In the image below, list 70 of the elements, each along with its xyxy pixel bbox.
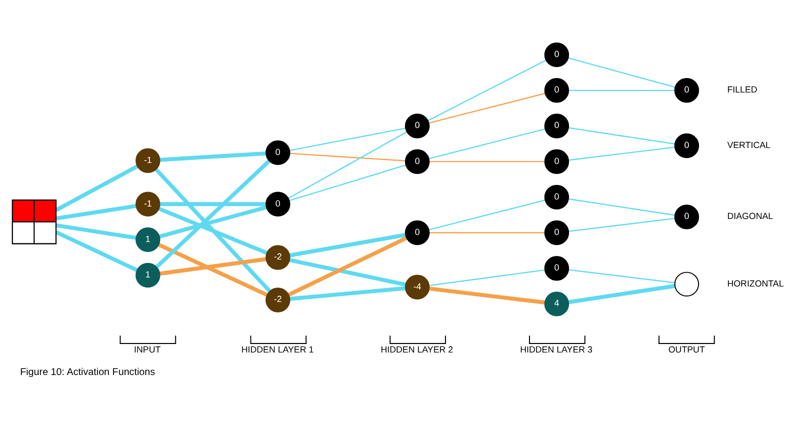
- connector: [55, 164, 138, 212]
- node-circle: 0: [266, 191, 290, 216]
- node-circle: 0: [266, 140, 290, 165]
- node-circle: 0: [674, 78, 700, 102]
- node-circle: 0: [544, 148, 570, 174]
- node-circle: -1: [136, 191, 160, 216]
- node-circle: 0: [544, 42, 570, 67]
- connector: [160, 256, 266, 276]
- connector: [290, 286, 406, 300]
- node-circle: 0: [674, 132, 700, 158]
- connector: [56, 203, 136, 220]
- connector: [56, 222, 136, 240]
- node-circle: 0: [544, 184, 570, 210]
- node-label: FILLED: [727, 84, 758, 94]
- connector: [290, 127, 406, 150]
- connector: [160, 202, 266, 206]
- node-circle: 0: [404, 220, 430, 245]
- label: INPUT: [134, 344, 161, 354]
- connector: [568, 146, 675, 160]
- node-circle: -1: [136, 148, 160, 172]
- connector: [158, 206, 268, 254]
- node-label: VERTICAL: [727, 139, 770, 150]
- connector: [568, 217, 675, 232]
- connector: [428, 59, 546, 120]
- node-circle: -2: [266, 244, 290, 270]
- node-circle: 0: [404, 113, 430, 138]
- connector: [568, 268, 675, 283]
- connector: [429, 92, 545, 124]
- label: HIDDEN LAYER 2: [380, 344, 454, 354]
- node-circle: 0: [544, 256, 570, 280]
- label: HIDDEN LAYER 3: [520, 344, 592, 354]
- label: OUTPUT: [668, 344, 705, 354]
- node-circle: 0: [544, 78, 570, 102]
- connector: [290, 152, 406, 161]
- connector: [568, 284, 676, 304]
- node-circle: 1: [136, 226, 160, 252]
- node-circle: [674, 271, 700, 296]
- connector: [288, 236, 408, 296]
- connector: [429, 160, 544, 162]
- connector: [429, 232, 544, 233]
- connector: [55, 230, 138, 272]
- connector: [568, 56, 676, 88]
- connector: [568, 89, 675, 90]
- connector: [289, 164, 406, 201]
- connector: [288, 130, 407, 198]
- caption: Figure 10: Activation Functions: [20, 366, 156, 378]
- node-circle: 0: [404, 148, 430, 174]
- connector: [289, 232, 406, 257]
- connector: [155, 158, 271, 268]
- node-circle: -2: [266, 287, 290, 312]
- node-label: DIAGONAL: [727, 210, 774, 221]
- node-circle: 4: [544, 291, 570, 316]
- node-circle: 0: [674, 204, 700, 229]
- node-label: HORIZONTAL: [727, 278, 784, 288]
- label: HIDDEN LAYER 1: [241, 344, 314, 354]
- node-circle: 1: [136, 262, 160, 288]
- connector: [158, 242, 268, 296]
- node-circle: -4: [404, 274, 430, 299]
- node-circle: 0: [544, 113, 570, 138]
- node-circle: 0: [544, 220, 570, 245]
- connector: [568, 126, 675, 144]
- connector: [428, 286, 546, 304]
- connector: [158, 204, 267, 238]
- connector: [429, 268, 545, 286]
- connector: [568, 198, 675, 216]
- connector: [289, 258, 406, 286]
- connector: [429, 128, 545, 159]
- connector: [160, 150, 266, 162]
- connector: [154, 167, 272, 292]
- connector: [429, 199, 545, 230]
